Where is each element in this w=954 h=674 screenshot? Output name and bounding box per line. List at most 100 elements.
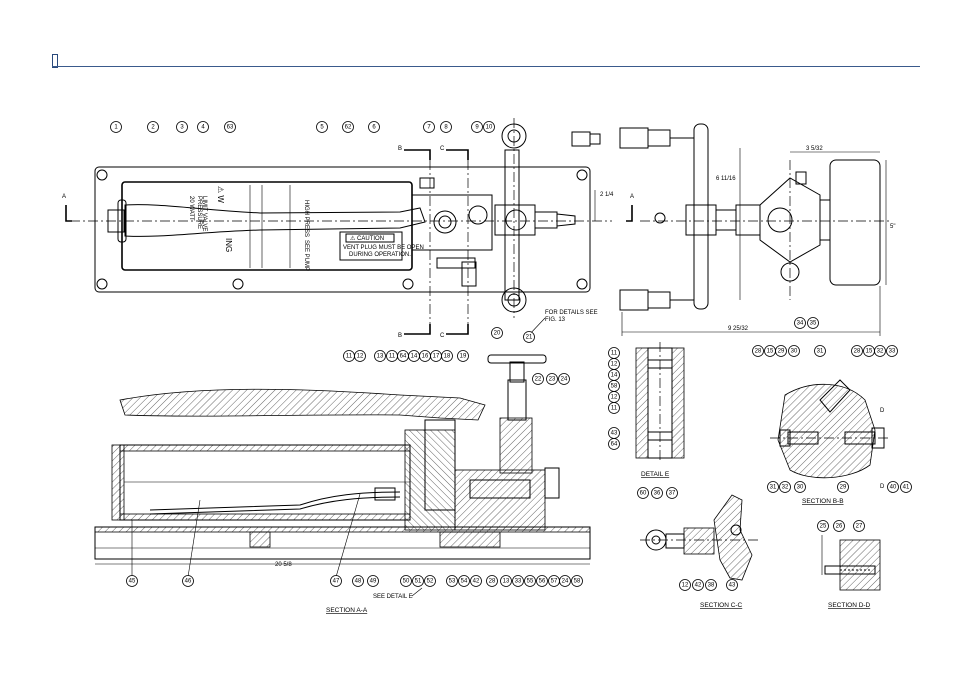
callout-bubble: 12 — [608, 358, 620, 370]
callout-bubble: 53 — [446, 575, 458, 587]
callout-bubble: 40 — [887, 481, 899, 493]
svg-text:49: 49 — [370, 579, 377, 585]
callout-bubble: 25 — [817, 520, 829, 532]
callout-bubble: 21 — [523, 331, 535, 343]
callout-bubble: 37 — [666, 487, 678, 499]
svg-text:32: 32 — [877, 349, 884, 355]
callout-bubble: 5 — [316, 121, 328, 133]
svg-text:55: 55 — [527, 579, 534, 585]
svg-text:42: 42 — [695, 583, 702, 589]
svg-text:58: 58 — [611, 384, 618, 390]
dim-6-11-16: 6 11/16 — [716, 176, 736, 182]
callout-bubble: 32 — [779, 481, 791, 493]
callout-bubble: 2 — [147, 121, 159, 133]
sect-a-right: A — [630, 194, 634, 200]
callout-bubble: 64 — [608, 438, 620, 450]
svg-text:56: 56 — [539, 579, 546, 585]
callout-bubble: 31 — [814, 345, 826, 357]
svg-text:45: 45 — [129, 579, 136, 585]
svg-text:31: 31 — [817, 349, 824, 355]
callout-bubble: 64 — [397, 350, 409, 362]
sect-b-top: B — [398, 146, 402, 152]
callout-bubble: 1 — [110, 121, 122, 133]
callout-bubble: 13 — [500, 575, 512, 587]
svg-text:5: 5 — [320, 125, 324, 131]
detail-e: DETAIL E — [635, 342, 685, 478]
callout-bubble: 10 — [483, 121, 495, 133]
svg-text:6: 6 — [372, 125, 376, 131]
svg-text:51: 51 — [415, 579, 422, 585]
svg-text:32: 32 — [782, 485, 789, 491]
svg-text:16: 16 — [422, 354, 429, 360]
callout-bubble: 12 — [608, 391, 620, 403]
svg-text:33: 33 — [889, 349, 896, 355]
callout-bubble: 14 — [408, 350, 420, 362]
see-detail-e: SEE DETAIL E — [373, 594, 413, 600]
svg-text:15: 15 — [767, 349, 774, 355]
callout-bubble: 11 — [608, 347, 620, 359]
callout-bubble: 46 — [182, 575, 194, 587]
callout-bubble: 45 — [126, 575, 138, 587]
callout-bubble: 43 — [608, 427, 620, 439]
svg-text:36: 36 — [654, 491, 661, 497]
svg-text:54: 54 — [461, 579, 468, 585]
svg-text:LIMIT VALVE: LIMIT VALVE — [201, 196, 207, 231]
svg-text:14: 14 — [611, 373, 618, 379]
svg-text:11: 11 — [389, 354, 396, 360]
callout-bubble: 54 — [458, 575, 470, 587]
caution-line1: VENT PLUG MUST BE OPEN — [343, 245, 424, 251]
svg-text:HIGH PRESS: HIGH PRESS — [303, 200, 309, 237]
svg-text:53: 53 — [449, 579, 456, 585]
svg-text:4: 4 — [201, 125, 205, 131]
caution-title: ⚠ CAUTION — [350, 235, 384, 242]
callout-bubble: 15 — [863, 345, 875, 357]
svg-text:28: 28 — [755, 349, 762, 355]
svg-text:21: 21 — [526, 335, 533, 341]
callout-bubble: 28 — [851, 345, 863, 357]
svg-text:50: 50 — [403, 579, 410, 585]
svg-text:24: 24 — [561, 377, 568, 383]
svg-text:28: 28 — [489, 579, 496, 585]
dim-3-5-32: 3 5/32 — [806, 146, 823, 152]
callout-bubble: 60 — [637, 487, 649, 499]
callout-bubble: 18 — [441, 350, 453, 362]
callout-bubble: 11 — [343, 350, 355, 362]
svg-text:34: 34 — [797, 321, 804, 327]
svg-text:12: 12 — [611, 395, 618, 401]
callout-bubble: 34 — [794, 317, 806, 329]
section-d-d: SECTION D-D — [821, 535, 881, 609]
section-b-b-title: SECTION B-B — [802, 498, 844, 505]
svg-text:27: 27 — [856, 524, 863, 530]
callout-bubble: 62 — [342, 121, 354, 133]
svg-text:31: 31 — [770, 485, 777, 491]
for-details-1: FOR DETAILS SEE — [545, 310, 598, 316]
sect-d-bot: D — [880, 484, 885, 490]
svg-text:60: 60 — [640, 491, 647, 497]
dim-2-1-4: 2 1/4 — [600, 192, 614, 198]
callout-bubble: 57 — [548, 575, 560, 587]
callout-bubble: 14 — [608, 369, 620, 381]
callout-bubble: 38 — [705, 579, 717, 591]
svg-text:41: 41 — [903, 485, 910, 491]
callout-bubble: 58 — [571, 575, 583, 587]
callout-bubble: 43 — [726, 579, 738, 591]
svg-text:20 WATT: 20 WATT — [188, 196, 194, 221]
svg-text:15: 15 — [866, 349, 873, 355]
svg-text:17: 17 — [433, 354, 440, 360]
svg-text:37: 37 — [669, 491, 676, 497]
svg-text:63: 63 — [227, 125, 234, 131]
section-d-d-title: SECTION D-D — [828, 602, 871, 609]
callout-bubble: 30 — [794, 481, 806, 493]
svg-text:11: 11 — [611, 351, 618, 357]
svg-text:1: 1 — [114, 125, 118, 131]
section-c-c-title: SECTION C-C — [700, 602, 743, 609]
callout-bubble: 33 — [886, 345, 898, 357]
callout-bubble: 15 — [764, 345, 776, 357]
svg-text:24: 24 — [562, 579, 569, 585]
callout-bubble: 51 — [412, 575, 424, 587]
svg-text:62: 62 — [345, 125, 352, 131]
callout-bubble: 47 — [330, 575, 342, 587]
callout-bubble: 26 — [833, 520, 845, 532]
svg-text:29: 29 — [778, 349, 785, 355]
svg-text:30: 30 — [797, 485, 804, 491]
